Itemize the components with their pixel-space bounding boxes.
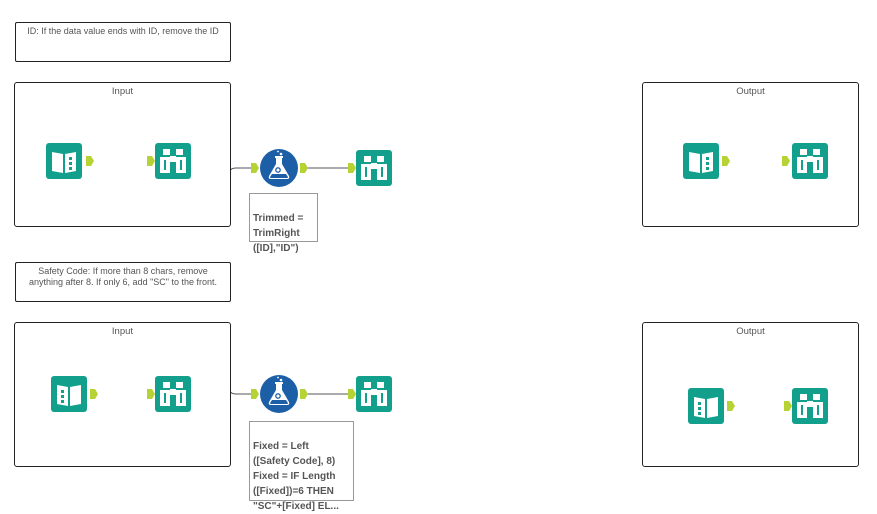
formula-annotation-text: Trimmed = TrimRight ([ID],"ID") (253, 213, 304, 254)
browse-tool[interactable] (356, 150, 392, 186)
input-anchor[interactable] (147, 156, 155, 166)
output-anchor[interactable] (727, 401, 735, 411)
output-anchor[interactable] (86, 156, 94, 166)
anchor-arrow-icon (722, 156, 730, 166)
browse-tool[interactable] (792, 388, 828, 424)
input-anchor[interactable] (348, 389, 356, 399)
formula-annotation-text: Fixed = Left ([Safety Code], 8) Fixed = … (253, 441, 339, 512)
binoculars-icon (792, 143, 828, 179)
container-title: Output (736, 86, 765, 97)
comment-safety-rule-text: Safety Code: If more than 8 chars, remov… (29, 266, 217, 287)
book-icon (683, 143, 719, 179)
binoculars-icon (356, 150, 392, 186)
flask-icon (260, 375, 298, 413)
book-icon (51, 376, 87, 412)
input-anchor[interactable] (348, 163, 356, 173)
anchor-arrow-icon (90, 389, 98, 399)
anchor-arrow-icon (348, 389, 356, 399)
input-data-tool[interactable] (51, 376, 87, 412)
container-title: Input (111, 326, 134, 337)
input-data-tool[interactable] (683, 143, 719, 179)
anchor-arrow-icon (251, 163, 259, 173)
binoculars-icon (356, 376, 392, 412)
output-anchor[interactable] (722, 156, 730, 166)
flask-icon (260, 149, 298, 187)
anchor-arrow-icon (86, 156, 94, 166)
book-icon (46, 143, 82, 179)
binoculars-icon (155, 143, 191, 179)
anchor-arrow-icon (300, 389, 308, 399)
formula-annotation[interactable]: Trimmed = TrimRight ([ID],"ID") (249, 193, 318, 254)
container-input-2[interactable]: Input (14, 322, 231, 467)
formula-tool[interactable] (259, 148, 299, 188)
anchor-arrow-icon (300, 163, 308, 173)
anchor-arrow-icon (147, 389, 155, 399)
input-data-tool[interactable] (46, 143, 82, 179)
output-anchor[interactable] (300, 389, 308, 399)
book-icon (688, 388, 724, 424)
binoculars-icon (155, 376, 191, 412)
browse-tool[interactable] (356, 376, 392, 412)
input-anchor[interactable] (251, 389, 259, 399)
anchor-arrow-icon (147, 156, 155, 166)
input-anchor[interactable] (251, 163, 259, 173)
browse-tool[interactable] (792, 143, 828, 179)
input-data-tool[interactable] (688, 388, 724, 424)
input-anchor[interactable] (784, 401, 792, 411)
browse-tool[interactable] (155, 376, 191, 412)
formula-tool[interactable] (259, 374, 299, 414)
comment-id-rule-text: ID: If the data value ends with ID, remo… (27, 26, 219, 36)
container-title: Input (111, 86, 134, 97)
browse-tool[interactable] (155, 143, 191, 179)
anchor-arrow-icon (727, 401, 735, 411)
input-anchor[interactable] (147, 389, 155, 399)
container-title: Output (736, 326, 765, 337)
anchor-arrow-icon (782, 156, 790, 166)
formula-annotation[interactable]: Fixed = Left ([Safety Code], 8) Fixed = … (249, 421, 354, 512)
output-anchor[interactable] (90, 389, 98, 399)
anchor-arrow-icon (784, 401, 792, 411)
input-anchor[interactable] (782, 156, 790, 166)
output-anchor[interactable] (300, 163, 308, 173)
comment-id-rule[interactable]: ID: If the data value ends with ID, remo… (15, 22, 231, 62)
binoculars-icon (792, 388, 828, 424)
comment-safety-rule[interactable]: Safety Code: If more than 8 chars, remov… (15, 262, 231, 302)
anchor-arrow-icon (251, 389, 259, 399)
anchor-arrow-icon (348, 163, 356, 173)
